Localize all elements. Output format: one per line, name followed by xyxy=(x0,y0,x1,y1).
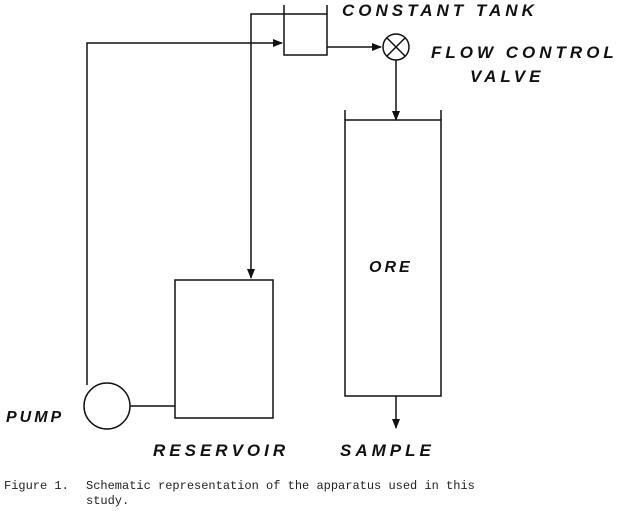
reservoir-label: RESERVOIR xyxy=(153,441,289,460)
sample-label: SAMPLE xyxy=(340,441,435,460)
ore-column xyxy=(344,119,442,397)
caption-text: Schematic representation of the apparatu… xyxy=(86,479,475,508)
valve-label: VALVE xyxy=(470,67,544,86)
ore-label: ORE xyxy=(369,259,413,276)
overflow-line xyxy=(247,13,284,279)
pump xyxy=(83,382,131,430)
pump-label: PUMP xyxy=(6,409,64,426)
flow-control-label: FLOW CONTROL xyxy=(431,43,618,62)
figure-number: Figure 1. xyxy=(4,479,69,493)
constant-tank-label: CONSTANT TANK xyxy=(342,1,538,20)
constant-tank xyxy=(283,5,328,56)
pump-feed-line xyxy=(86,39,283,385)
reservoir xyxy=(174,279,274,419)
flow-control-valve xyxy=(382,33,410,61)
